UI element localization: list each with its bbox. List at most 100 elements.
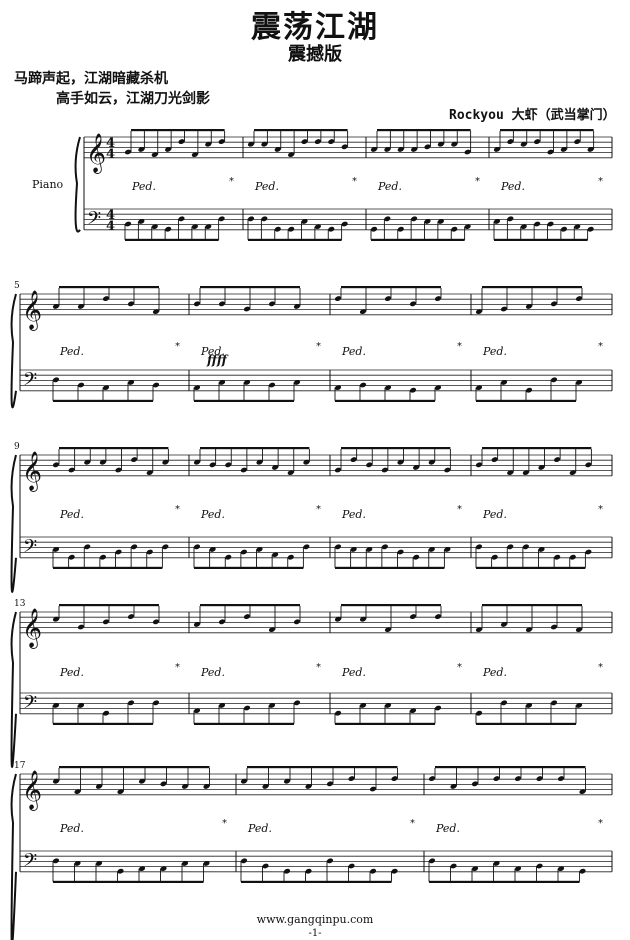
note-head [102,296,110,302]
piano-brace [10,773,17,940]
note-head [117,868,124,874]
note-head [575,379,583,385]
note-head [225,462,232,468]
note-head [397,226,404,232]
note-head [437,141,444,147]
beam [131,129,225,132]
beam [429,880,580,883]
note-head [193,621,201,627]
pedal-release: * [410,818,415,829]
score-title: 震荡江湖 [251,10,379,45]
bass-clef: 𝄢 [87,209,101,234]
beam [194,399,294,402]
note-head [575,627,583,633]
note-head [500,621,508,627]
measure-number: 9 [14,442,20,452]
note-head [547,221,554,227]
pedal-release: * [598,662,603,673]
note-head [138,778,146,784]
note-head [554,457,561,463]
note-head [350,546,357,552]
note-head [240,549,247,555]
piano-brace [74,136,81,233]
pedal-mark: Ped. [59,822,84,835]
pedal-release: * [316,662,321,673]
beam [194,722,294,725]
note-head [334,544,342,550]
note-head [560,226,567,232]
beam [476,722,576,725]
note-head [444,546,451,552]
note-head [424,144,431,150]
note-head [366,546,373,552]
note-head [451,226,458,232]
note-head [218,216,225,222]
note-head [52,858,60,864]
note-head [218,702,226,708]
note-head [240,467,247,473]
note-head [283,778,291,784]
pedal-release: * [475,176,480,187]
pedal-mark: Ped. [254,180,279,193]
pedal-mark: Ped. [59,345,84,358]
note-head [274,146,281,152]
pedal-mark: Ped. [341,345,366,358]
note-head [493,860,500,866]
note-head [450,863,457,869]
note-head [191,224,198,230]
note-head [525,702,533,708]
beam [59,766,210,769]
note-head [247,216,255,222]
note-head [243,379,251,385]
note-head [384,702,392,708]
note-head [138,218,145,224]
score-subtitle: 震撼版 [288,44,342,65]
note-head [411,146,418,152]
beam [241,880,392,883]
note-head [348,776,355,782]
note-head [328,226,335,232]
note-head [560,146,567,152]
note-head [491,457,498,463]
note-head [52,377,60,383]
note-head [507,470,514,476]
pedal-mark: Ped. [482,345,507,358]
beam [200,286,300,289]
note-head [314,139,321,145]
note-head [326,781,334,787]
note-head [268,702,276,708]
note-head [428,546,435,552]
note-head [520,224,527,230]
note-head [350,457,357,463]
note-head [115,467,122,473]
beam [482,604,582,607]
note-head [68,467,75,473]
note-head [575,296,583,302]
bass-clef: 𝄢 [23,537,37,562]
note-head [272,464,279,470]
note-head [359,309,367,315]
beam [476,399,576,402]
bass-clef: 𝄢 [23,851,37,876]
note-head [52,616,60,622]
note-head [151,224,158,230]
note-head [384,296,392,302]
pedal-release: * [352,176,357,187]
note-head [203,860,210,866]
pedal-mark: Ped. [341,666,366,679]
beam [335,399,435,402]
note-head [514,776,522,782]
note-head [391,868,398,874]
beam [341,604,441,607]
note-head [77,624,85,630]
note-head [437,218,444,224]
note-head [574,139,581,145]
note-head [178,216,185,222]
note-head [550,377,558,383]
note-head [366,462,373,468]
note-head [579,868,586,874]
note-head [305,868,312,874]
note-head [305,783,312,789]
note-head [536,776,543,782]
note-head [491,554,498,560]
